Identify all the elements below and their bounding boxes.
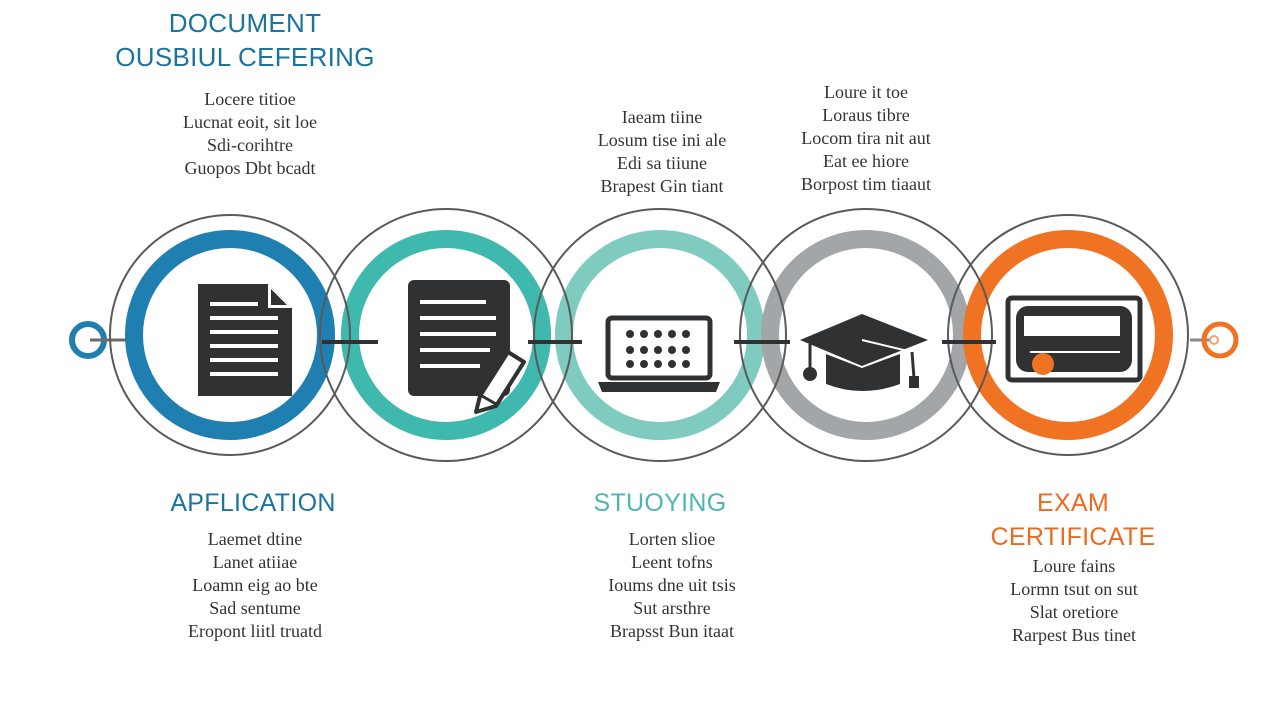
top-left-title-line-2: OUSBIUL CEFERING [115, 42, 375, 72]
top-middle-desc-line-4: Brapest Gin tiant [600, 176, 724, 196]
top-left-description: Locere titioe Lucnat eoit, sit loe Sdi-c… [150, 88, 350, 180]
bottom-right-title-line-2: CERTIFICATE [990, 523, 1156, 551]
top-left-title-line-1: DOCUMENT [168, 8, 322, 38]
top-right-desc-line-4: Eat ee hiore [823, 151, 909, 171]
top-middle-description: Iaeam tiine Losum tise ini ale Edi sa ti… [562, 106, 762, 198]
laptop-icon [598, 315, 720, 392]
bottom-right-title-line-1: EXAM [1036, 489, 1110, 517]
document-icon [198, 284, 292, 396]
bottom-left-title: APFLICATION [170, 489, 336, 517]
top-right-desc-line-3: Locom tira nit aut [801, 128, 931, 148]
top-right-description: Loure it toe Loraus tibre Locom tira nit… [766, 81, 966, 196]
top-left-title: DOCUMENT OUSBIUL CEFERING [110, 6, 380, 74]
bottom-right-desc-line-2: Lormn tsut on sut [1010, 579, 1138, 599]
bottom-right-description: Loure fains Lormn tsut on sut Slat oreti… [976, 555, 1172, 647]
bottom-middle-desc-line-1: Lorten slioe [628, 529, 716, 549]
top-middle-desc-line-2: Losum tise ini ale [597, 130, 727, 150]
bottom-middle-desc-line-3: Ioums dne uit tsis [608, 575, 736, 595]
document-pen-icon [408, 280, 526, 414]
right-end-connector [1190, 321, 1239, 359]
step-ring-3 [555, 230, 765, 440]
step-ring-4 [761, 230, 971, 440]
bottom-left-desc-line-5: Eropont liitl truatd [188, 621, 322, 641]
top-middle-desc-line-1: Iaeam tiine [621, 107, 703, 127]
certificate-icon [1005, 295, 1143, 383]
bottom-right-title: EXAM CERTIFICATE [978, 486, 1168, 554]
outline-rings [109, 208, 1189, 462]
top-right-desc-line-5: Borpost tim tiaaut [801, 174, 931, 194]
bottom-left-desc-line-1: Laemet dtine [207, 529, 303, 549]
top-left-desc-line-2: Lucnat eoit, sit loe [183, 112, 317, 132]
bottom-middle-title: STUOYING [593, 489, 727, 517]
graduation-cap-icon [800, 314, 928, 391]
bottom-left-desc-line-2: Lanet atiiae [212, 552, 298, 572]
top-left-desc-line-1: Locere titioe [204, 89, 296, 109]
top-left-desc-line-3: Sdi-corihtre [207, 135, 293, 155]
bottom-middle-desc-line-5: Brapsst Bun itaat [610, 621, 734, 641]
bottom-right-desc-line-3: Slat oretiore [1029, 602, 1119, 622]
bottom-right-desc-line-4: Rarpest Bus tinet [1012, 625, 1136, 645]
bottom-middle-desc-line-2: Leent tofns [631, 552, 713, 572]
bottom-middle-desc-line-4: Sut arsthre [633, 598, 711, 618]
bottom-right-desc-line-1: Loure fains [1032, 556, 1116, 576]
top-right-desc-line-2: Loraus tibre [822, 105, 910, 125]
bottom-left-description: Laemet dtine Lanet atiiae Loamn eig ao b… [155, 528, 355, 643]
bottom-left-desc-line-4: Sad sentume [209, 598, 301, 618]
top-right-desc-line-1: Loure it toe [824, 82, 908, 102]
bottom-left-desc-line-3: Loamn eig ao bte [192, 575, 318, 595]
top-middle-desc-line-3: Edi sa tiiune [617, 153, 707, 173]
step-ring-5 [963, 230, 1173, 440]
bottom-middle-description: Lorten slioe Leent tofns Ioums dne uit t… [572, 528, 772, 643]
top-left-desc-line-4: Guopos Dbt bcadt [184, 158, 316, 178]
